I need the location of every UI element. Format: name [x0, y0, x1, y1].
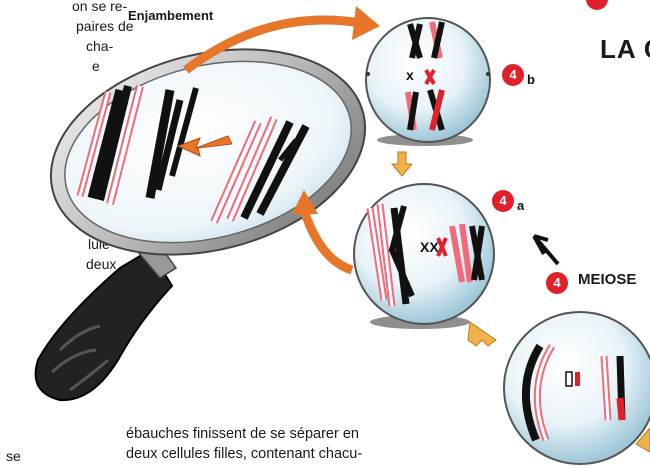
step-badge-4b: 4 [502, 64, 524, 86]
svg-text:XX: XX [420, 239, 439, 255]
cell-4b-icon: x [366, 18, 490, 146]
svg-text:x: x [406, 67, 414, 83]
step-badge-4a-suffix: a [517, 198, 524, 213]
arrow-black-icon [534, 236, 558, 264]
arrow-to-lens [304, 210, 352, 270]
step-badge-4a: 4 [492, 190, 514, 212]
arrow-diag-icon [468, 322, 496, 346]
magnifying-glass-icon [29, 18, 387, 400]
arrow-up-icon [392, 152, 412, 176]
step-badge-4: 4 [546, 272, 568, 294]
cell-4a-icon: XX [354, 184, 494, 329]
cell-bottom-icon [504, 312, 650, 464]
step-badge-4b-suffix: b [527, 72, 535, 87]
